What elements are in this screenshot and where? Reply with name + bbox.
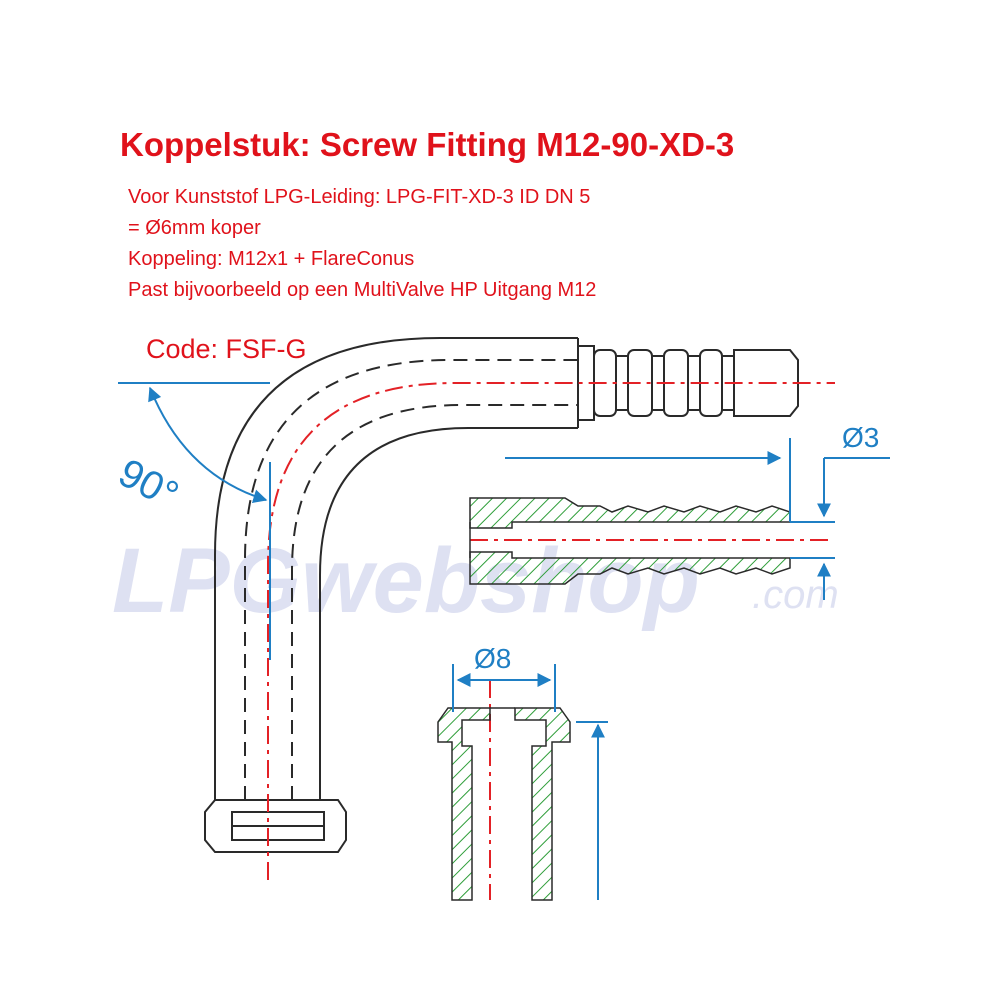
nut-diameter-label: Ø8 [474, 643, 511, 674]
barb-section [469, 497, 791, 585]
description-block: Voor Kunststof LPG-Leiding: LPG-FIT-XD-3… [128, 182, 596, 306]
description-line: = Ø6mm koper [128, 217, 261, 239]
product-code: Code: FSF-G [146, 334, 307, 364]
barb-section-upper [469, 497, 791, 529]
nut-section-left [437, 707, 491, 901]
elbow-bore-inner [291, 404, 578, 800]
description-line: Past bijvoorbeeld op een MultiValve HP U… [128, 279, 597, 301]
page-title: Koppelstuk: Screw Fitting M12-90-XD-3 [120, 126, 735, 163]
nut-section-right [514, 707, 571, 901]
watermark-logo: LPGwebshop [112, 530, 700, 632]
angle-label: 90° [111, 451, 185, 518]
description-line: Voor Kunststof LPG-Leiding: LPG-FIT-XD-3… [128, 186, 591, 208]
description-line: Koppeling: M12x1 + FlareConus [128, 248, 415, 270]
nut-section [437, 707, 571, 901]
elbow-outer-wall [214, 337, 578, 800]
elbow-bore-outer [244, 359, 578, 800]
nut-diameter-dimension [452, 664, 608, 900]
angle-dimension [118, 382, 271, 660]
elbow-inner-wall [319, 427, 578, 800]
union-nut [204, 799, 347, 853]
barb-section-lower [469, 551, 791, 585]
hose-barb [577, 345, 799, 421]
watermark-suffix: .com [752, 573, 839, 617]
barb-diameter-label: Ø3 [842, 422, 879, 453]
barb-diameter-dimension [505, 438, 890, 600]
